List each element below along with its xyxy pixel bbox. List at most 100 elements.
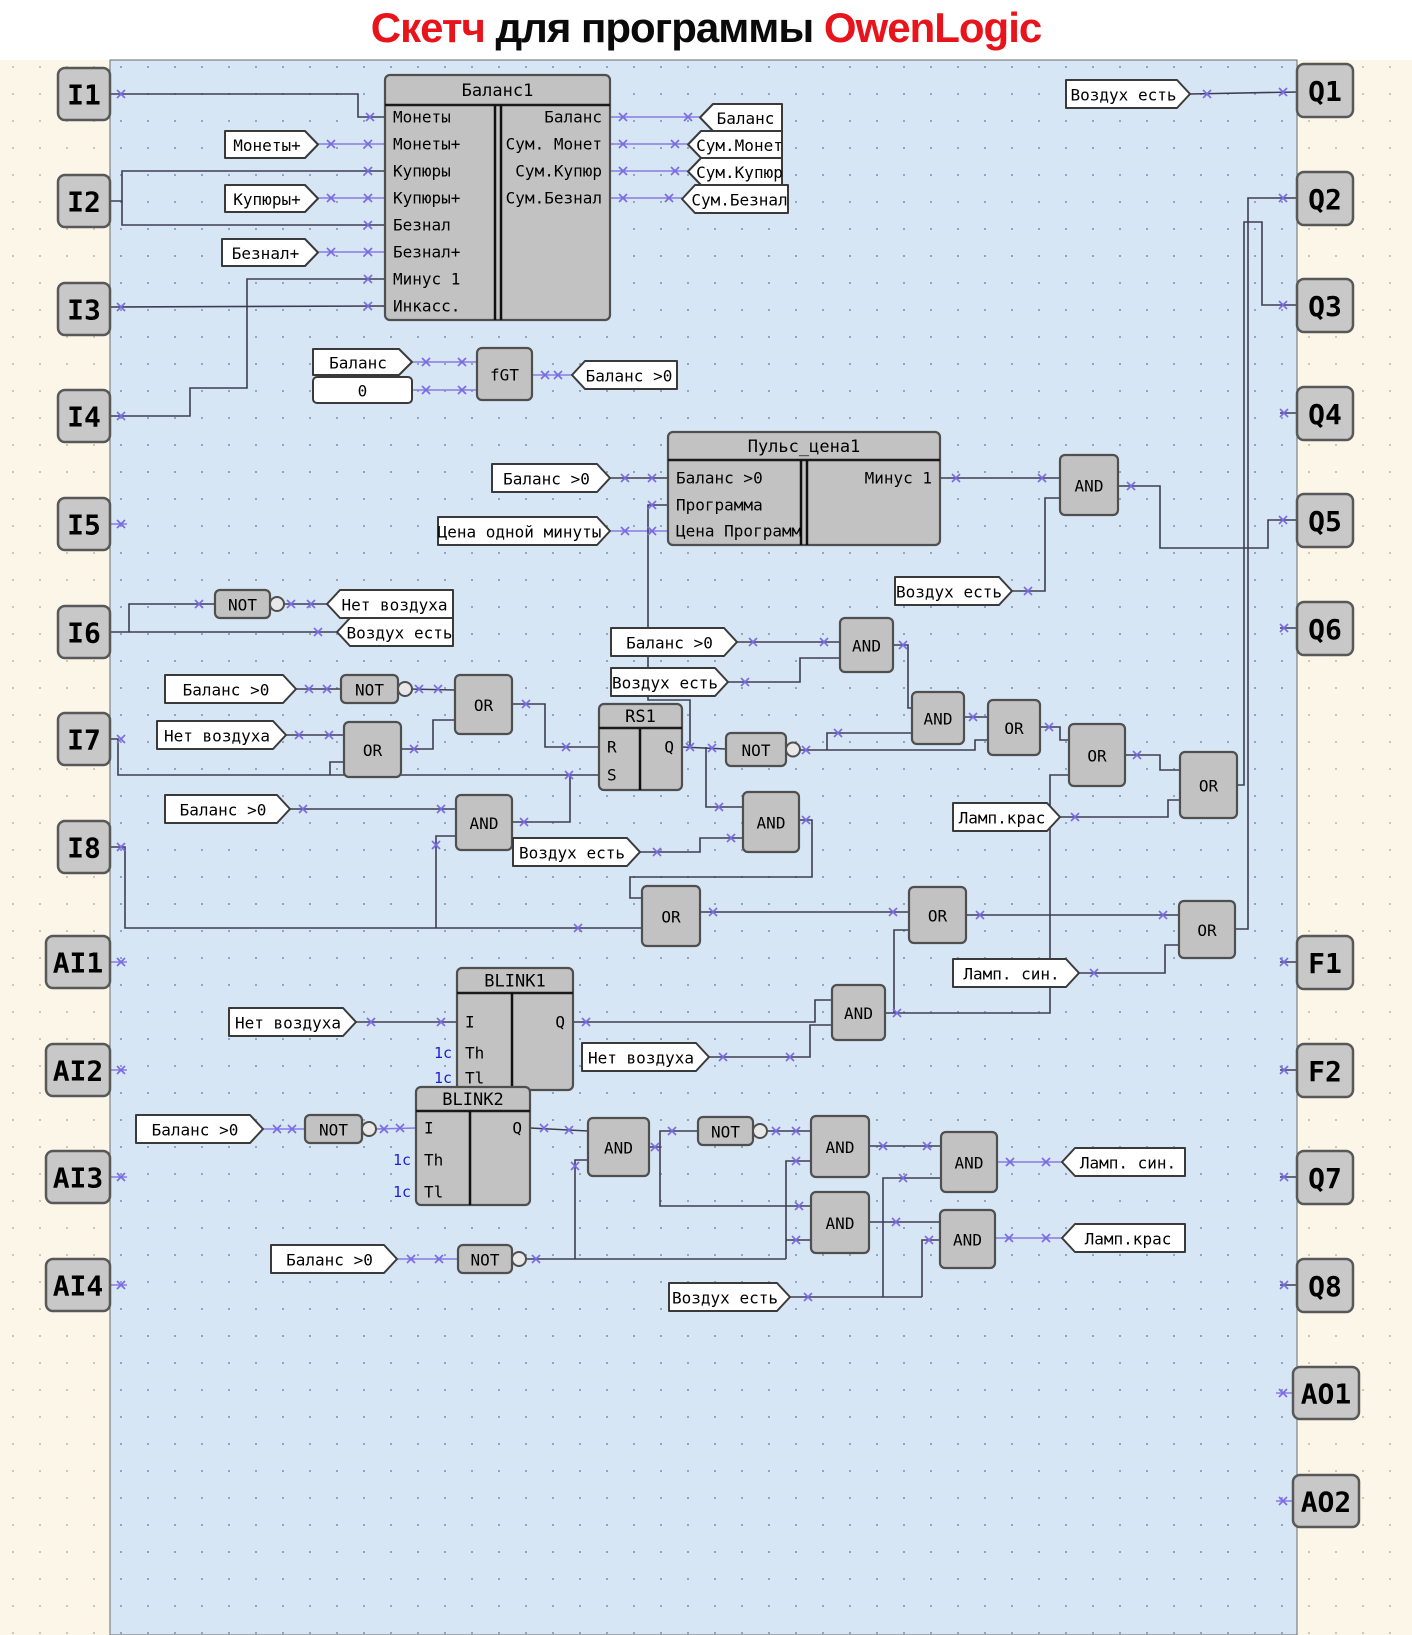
- and-gate[interactable]: AND: [809, 1190, 871, 1255]
- or-gate[interactable]: OR: [907, 885, 968, 945]
- output-block-Q5[interactable]: Q5: [1295, 492, 1355, 549]
- and-gate[interactable]: AND: [830, 983, 887, 1042]
- wire[interactable]: [796, 739, 988, 751]
- input-tag-Баланс >0[interactable]: Баланс >0: [135, 1114, 264, 1144]
- output-block-Q4[interactable]: Q4: [1295, 385, 1355, 442]
- output-tag-Воздух есть[interactable]: Воздух есть: [336, 617, 454, 647]
- and-gate[interactable]: AND: [838, 616, 895, 674]
- input-tag-Баланс[interactable]: Баланс: [312, 348, 413, 376]
- wire[interactable]: [121, 201, 385, 226]
- wire[interactable]: [573, 999, 832, 1023]
- not-gate[interactable]: NOT: [303, 1113, 377, 1145]
- input-tag-Нет воздуха[interactable]: Нет воздуха: [581, 1042, 710, 1072]
- wire[interactable]: [435, 835, 456, 928]
- wire[interactable]: [329, 761, 344, 775]
- wire[interactable]: [893, 929, 909, 1013]
- wire[interactable]: [885, 774, 1069, 1014]
- input-block-I8[interactable]: I8: [56, 819, 112, 875]
- input-block-I5[interactable]: I5: [56, 496, 112, 552]
- wire[interactable]: [512, 775, 571, 823]
- output-block-Q2[interactable]: Q2: [1295, 170, 1355, 227]
- input-block-AI4[interactable]: AI4: [44, 1257, 112, 1313]
- constant-box[interactable]: 0: [312, 376, 413, 404]
- wire[interactable]: [110, 93, 385, 118]
- wire[interactable]: [882, 1177, 941, 1297]
- wire[interactable]: [629, 819, 813, 899]
- input-tag-Баланс >0[interactable]: Баланс >0: [164, 794, 291, 824]
- wire[interactable]: [1237, 221, 1297, 786]
- input-block-I3[interactable]: I3: [56, 281, 112, 337]
- not-gate[interactable]: NOT: [213, 588, 285, 620]
- wire[interactable]: [705, 747, 743, 808]
- wire[interactable]: [574, 1159, 588, 1259]
- input-tag-Воздух есть[interactable]: Воздух есть: [1065, 79, 1191, 109]
- or-gate[interactable]: OR: [1067, 722, 1127, 788]
- input-tag-Купюры+[interactable]: Купюры+: [224, 184, 319, 213]
- output-tag-Ламп.крас[interactable]: Ламп.крас: [1061, 1223, 1186, 1253]
- output-block-Q8[interactable]: Q8: [1295, 1257, 1355, 1314]
- input-tag-Ламп.крас[interactable]: Ламп.крас: [952, 802, 1061, 832]
- output-tag-Баланс[interactable]: Баланс: [699, 103, 783, 132]
- input-block-I2[interactable]: I2: [56, 173, 112, 229]
- input-block-I1[interactable]: I1: [56, 66, 112, 122]
- not-gate[interactable]: NOT: [456, 1243, 527, 1275]
- wire[interactable]: [728, 657, 840, 683]
- input-block-I7[interactable]: I7: [56, 711, 112, 767]
- or-gate[interactable]: OR: [1178, 750, 1239, 820]
- output-tag-Баланс >0[interactable]: Баланс >0: [571, 360, 678, 390]
- output-block-F1[interactable]: F1: [1295, 934, 1355, 991]
- input-block-AI3[interactable]: AI3: [44, 1149, 112, 1205]
- input-block-AI1[interactable]: AI1: [44, 934, 112, 990]
- and-gate[interactable]: AND: [809, 1114, 871, 1179]
- not-gate[interactable]: NOT: [696, 1115, 768, 1147]
- wire[interactable]: [785, 1160, 811, 1259]
- output-block-AO2[interactable]: AO2: [1291, 1473, 1361, 1529]
- input-tag-Баланс >0[interactable]: Баланс >0: [491, 463, 611, 493]
- output-tag-Сум.Купюр[interactable]: Сум.Купюр: [687, 157, 783, 186]
- and-gate[interactable]: AND: [454, 793, 514, 852]
- input-tag-Воздух есть[interactable]: Воздух есть: [668, 1282, 791, 1312]
- wire[interactable]: [659, 1147, 811, 1207]
- input-tag-Баланс >0[interactable]: Баланс >0: [270, 1244, 398, 1274]
- input-tag-Нет воздуха[interactable]: Нет воздуха: [156, 720, 287, 750]
- and-gate[interactable]: AND: [938, 1208, 997, 1270]
- output-tag-Сум.Безнал[interactable]: Сум.Безнал: [681, 184, 789, 214]
- and-gate[interactable]: AND: [910, 690, 966, 746]
- or-gate[interactable]: OR: [1177, 899, 1237, 960]
- wire[interactable]: [110, 846, 642, 929]
- or-gate[interactable]: OR: [640, 884, 702, 948]
- wire[interactable]: [529, 1127, 589, 1132]
- fbd-workspace[interactable]: [109, 59, 1298, 1635]
- input-block-I6[interactable]: I6: [56, 604, 112, 660]
- wire[interactable]: [826, 732, 912, 750]
- input-tag-Безнал+[interactable]: Безнал+: [221, 238, 319, 267]
- input-tag-Ламп. син.[interactable]: Ламп. син.: [952, 958, 1080, 988]
- wire[interactable]: [110, 278, 385, 417]
- function-block-Баланс1[interactable]: Баланс1МонетыМонеты+КупюрыКупюры+БезналБ…: [383, 73, 612, 322]
- input-tag-Цена одной минуты[interactable]: Цена одной минуты: [437, 516, 611, 546]
- fgt-gate[interactable]: fGT: [475, 346, 534, 402]
- wire[interactable]: [709, 1024, 832, 1058]
- wire[interactable]: [921, 1239, 940, 1297]
- or-gate[interactable]: OR: [453, 673, 514, 736]
- wire[interactable]: [110, 170, 385, 202]
- wire[interactable]: [110, 603, 215, 633]
- not-gate[interactable]: NOT: [724, 731, 801, 768]
- not-gate[interactable]: NOT: [339, 673, 413, 705]
- wire[interactable]: [647, 504, 691, 747]
- input-block-I4[interactable]: I4: [56, 388, 112, 444]
- and-gate[interactable]: AND: [586, 1116, 651, 1178]
- wire[interactable]: [893, 644, 912, 709]
- wire[interactable]: [640, 837, 743, 853]
- wire[interactable]: [1060, 799, 1180, 818]
- output-block-AO1[interactable]: AO1: [1291, 1365, 1361, 1421]
- output-block-Q7[interactable]: Q7: [1295, 1149, 1355, 1206]
- wire[interactable]: [1125, 754, 1180, 771]
- output-block-Q6[interactable]: Q6: [1295, 600, 1355, 657]
- wire[interactable]: [512, 703, 599, 748]
